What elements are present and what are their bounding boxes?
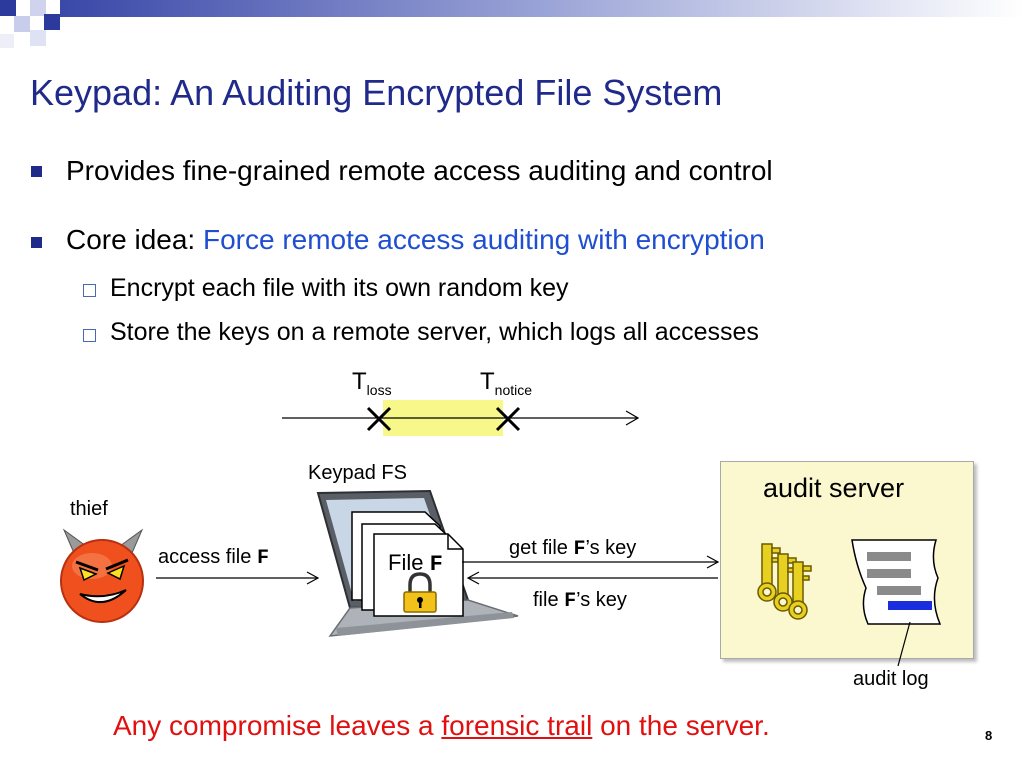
footer-statement: Any compromise leaves a forensic trail o… [113,710,770,741]
t-loss-cross-icon [366,406,392,432]
thief-devil-icon [60,528,144,623]
keypad-fs-label: Keypad FS [308,462,407,484]
access-file-label: access file F [158,546,269,570]
bullet-marker [31,237,42,248]
audit-log-label: audit log [853,668,929,690]
corner-decoration [0,0,1024,48]
t-notice-cross-icon [495,406,521,432]
t-loss-label: Tloss [352,368,392,398]
lock-icon [403,572,437,613]
keys-icon [757,543,812,620]
t-notice-label: Tnotice [480,368,533,398]
timeline-arrowhead [625,410,640,426]
core-idea-prefix: Core idea: [66,224,203,255]
sub-bullet-store: Store the keys on a remote server, which… [110,318,759,346]
audit-server-title: audit server [763,473,905,503]
sub-bullet-marker [83,284,96,297]
slide-title: Keypad: An Auditing Encrypted File Syste… [30,72,723,113]
sub-bullet-marker [83,329,96,342]
bullet-marker [31,166,42,177]
bullet-core-idea: Core idea: Force remote access auditing … [66,224,765,256]
return-key-label: file F’s key [533,589,627,613]
bullet-provides: Provides fine-grained remote access audi… [66,155,773,186]
get-key-label: get file F’s key [509,537,637,561]
core-idea-emphasis: Force remote access auditing with encryp… [202,224,765,255]
slide-number: 8 [985,728,993,743]
thief-label: thief [70,498,108,520]
file-f-label: File F [388,550,443,577]
audit-log-scroll-icon [851,539,942,625]
audit-log-pointer [897,621,911,667]
forensic-trail-link[interactable]: forensic trail [441,710,593,741]
sub-bullet-encrypt: Encrypt each file with its own random ke… [110,274,569,302]
